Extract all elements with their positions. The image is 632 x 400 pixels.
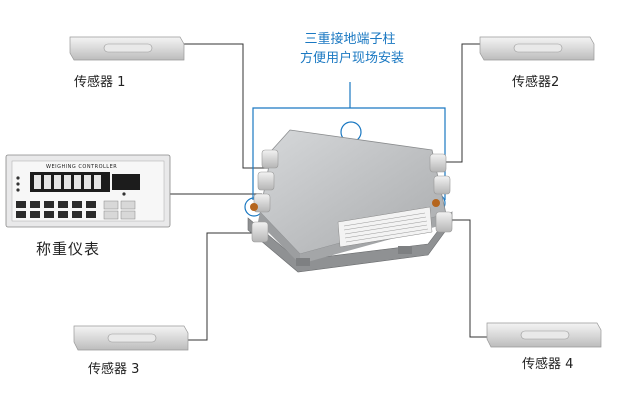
box-label-plate	[337, 206, 433, 248]
junction-box	[247, 129, 453, 273]
ground-terminal-left	[250, 203, 258, 211]
callout-line-2: 方便用户现场安装	[300, 51, 405, 66]
load-cell-2	[479, 36, 595, 61]
indicator-label: 称重仪表	[36, 240, 101, 258]
indicator-digits	[34, 175, 101, 189]
wires	[170, 43, 487, 341]
sensor-3-label: 传感器 3	[88, 362, 140, 377]
box-front	[258, 212, 300, 264]
callout-text: 三重接地端子柱 方便用户现场安装	[300, 30, 405, 68]
box-foot-right	[398, 246, 412, 254]
sensor-4-label: 传感器 4	[522, 357, 574, 372]
cable-glands-right	[429, 153, 453, 233]
cable-glands-left	[251, 149, 279, 243]
wire-sensor-4	[445, 219, 487, 338]
weighing-indicator	[5, 154, 171, 228]
indicator-panel-title: WEIGHING CONTROLLER	[46, 164, 118, 170]
indicator-keypad	[16, 201, 96, 218]
label-plate-lines	[343, 212, 429, 243]
indicator-display-small	[112, 174, 140, 190]
load-cell-1	[69, 36, 185, 61]
ground-terminal-right	[432, 199, 440, 207]
box-foot-left	[296, 258, 310, 266]
wire-sensor-2	[432, 43, 480, 163]
load-cell-4	[486, 322, 602, 348]
callout-bracket	[252, 107, 446, 200]
indicator-status-leds	[16, 176, 126, 196]
sensor-1-label: 传感器 1	[74, 75, 126, 90]
sensor-2-label: 传感器2	[512, 75, 560, 90]
load-cell-3	[73, 325, 189, 351]
wire-sensor-1	[180, 43, 268, 169]
indicator-function-keys	[103, 200, 136, 220]
callout-line-1: 三重接地端子柱	[304, 32, 396, 47]
wire-sensor-3	[184, 232, 260, 341]
